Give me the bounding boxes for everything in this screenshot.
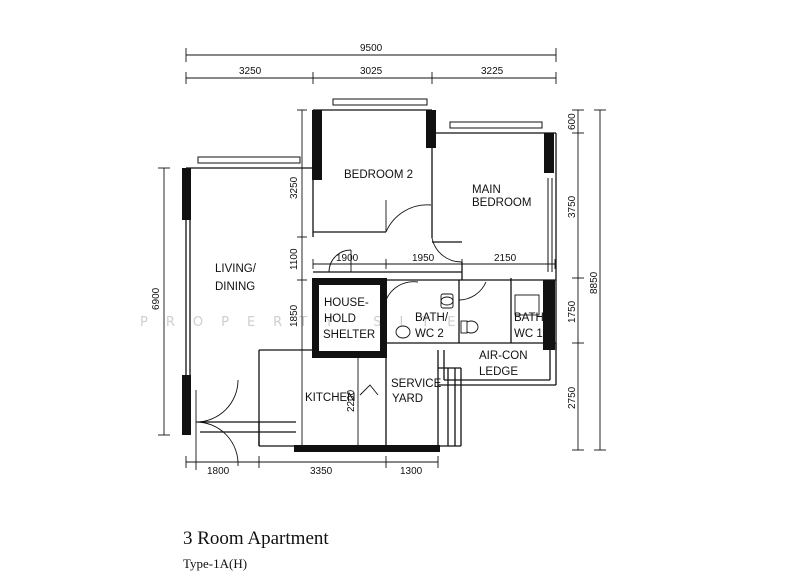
room-bath2-l2: WC 2 xyxy=(415,328,444,340)
structural-columns xyxy=(182,110,555,452)
room-bath1-l1: BATH/ xyxy=(514,312,548,324)
dim-left-overall: 6900 xyxy=(151,287,162,310)
room-master-bedroom-l2: BEDROOM xyxy=(472,197,531,209)
dim-inner-v4: 2200 xyxy=(346,389,357,412)
dim-inner-v1: 3250 xyxy=(289,176,300,199)
dim-right-2: 3750 xyxy=(567,195,578,218)
room-aircon-l2: LEDGE xyxy=(479,366,518,378)
room-aircon-l1: AIR-CON xyxy=(479,350,528,362)
dim-mid-1: 1900 xyxy=(336,253,359,264)
room-shelter-l1: HOUSE- xyxy=(324,297,369,309)
dim-right-4: 2750 xyxy=(567,386,578,409)
room-service-yard-l2: YARD xyxy=(392,393,423,405)
dim-bottom-3: 1300 xyxy=(400,466,423,477)
doors xyxy=(195,200,487,470)
dimension-lines xyxy=(158,48,606,468)
dim-top-3: 3225 xyxy=(481,66,504,77)
room-shelter-l2: HOLD xyxy=(324,313,356,325)
room-service-yard-l1: SERVICE xyxy=(391,378,442,390)
room-living-l1: LIVING/ xyxy=(215,263,257,275)
dim-bottom-1: 1800 xyxy=(207,466,230,477)
watermark: PROPERTY SITE xyxy=(140,315,474,330)
dim-right-1: 600 xyxy=(567,113,578,130)
dim-inner-v2: 1100 xyxy=(289,248,300,270)
room-master-bedroom-l1: MAIN xyxy=(472,184,501,196)
dim-bottom-2: 3350 xyxy=(310,466,333,477)
dim-right-3: 1750 xyxy=(567,300,578,323)
room-living-l2: DINING xyxy=(215,281,255,293)
dim-top-1: 3250 xyxy=(239,66,262,77)
plan-title: 3 Room Apartment xyxy=(183,528,329,549)
room-shelter-l3: SHELTER xyxy=(323,329,375,341)
dim-inner-v3: 1850 xyxy=(289,304,300,327)
dim-mid-2: 1950 xyxy=(412,253,435,264)
plan-subtitle: Type-1A(H) xyxy=(183,556,248,571)
dim-top-2: 3025 xyxy=(360,66,383,77)
dim-mid-3: 2150 xyxy=(494,253,517,264)
room-bath2-l1: BATH/ xyxy=(415,312,449,324)
dim-overall-width: 9500 xyxy=(360,43,383,54)
room-bedroom2: BEDROOM 2 xyxy=(344,169,413,181)
fixtures xyxy=(395,293,540,339)
room-kitchen: KITCHEN xyxy=(305,392,355,404)
room-bath1-l2: WC 1 xyxy=(514,328,543,340)
dim-overall-height: 8850 xyxy=(589,271,600,294)
windows xyxy=(197,98,553,272)
